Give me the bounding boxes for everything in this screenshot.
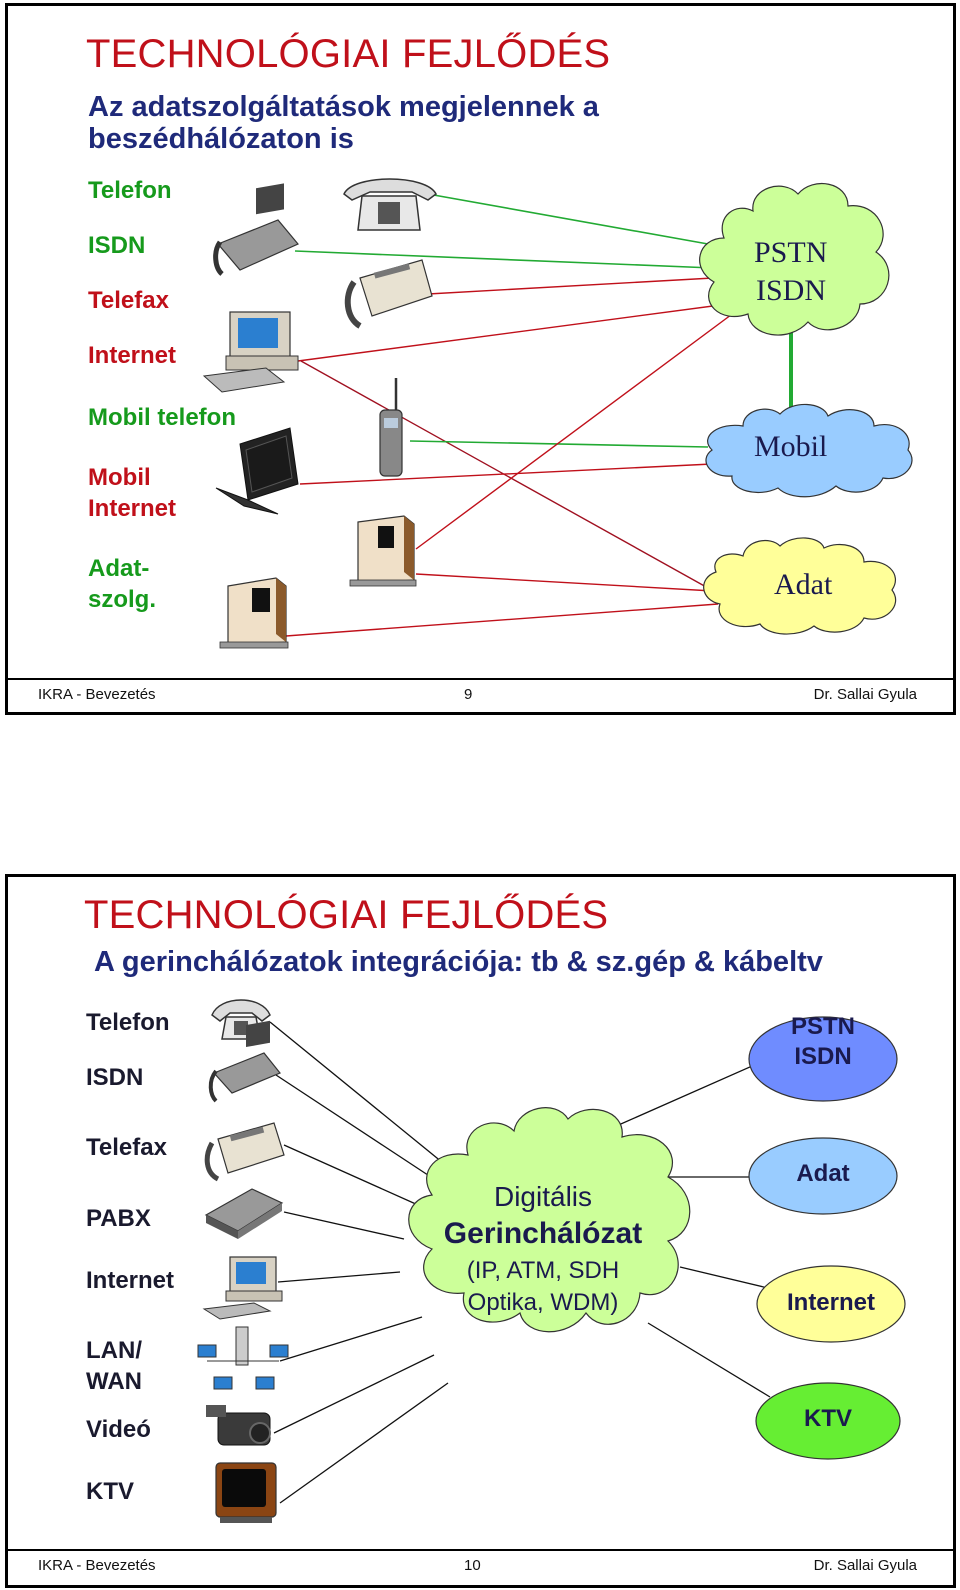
label-internet: Internet xyxy=(86,1267,175,1294)
label-isdn: ISDN xyxy=(88,232,146,259)
computer-icon xyxy=(202,1256,283,1320)
label-lan-1: LAN/ xyxy=(86,1337,142,1364)
ktv-ellipse xyxy=(755,1382,901,1460)
footer-course: IKRA - Bevezetés xyxy=(38,1557,156,1574)
link-server-pstn xyxy=(415,305,744,550)
footer-page-number: 10 xyxy=(464,1557,481,1574)
fax-icon xyxy=(344,259,433,329)
pstn-cloud-label-1: PSTN xyxy=(754,236,828,269)
label-lan-2: WAN xyxy=(86,1368,142,1395)
video-camera-icon xyxy=(206,1405,271,1446)
link-mobil-mobil xyxy=(409,440,709,448)
link-adatszolg-adat xyxy=(285,603,719,637)
link-telefon-pstn xyxy=(427,193,709,245)
link-pstn-ellipse xyxy=(613,1058,769,1128)
footer-course: IKRA - Bevezetés xyxy=(38,686,156,703)
backbone-cloud xyxy=(408,1107,691,1333)
footer-author: Dr. Sallai Gyula xyxy=(813,686,917,703)
label-ktv: KTV xyxy=(86,1478,134,1505)
network-icon xyxy=(197,1326,289,1390)
slide2-title: TECHNOLÓGIAI FEJLŐDÉS xyxy=(84,893,609,937)
laptop-icon xyxy=(215,427,299,515)
link-video xyxy=(273,1354,435,1434)
label-telefon: Telefon xyxy=(86,1009,170,1036)
backbone-label-2: Gerinchálózat xyxy=(443,1217,643,1250)
footer-page-number: 9 xyxy=(464,686,473,703)
link-internet-ellipse xyxy=(679,1266,773,1290)
slide1-subtitle-line2: beszédhálózaton is xyxy=(88,123,354,155)
label-pabx: PABX xyxy=(86,1205,151,1232)
link-internet-pstn xyxy=(297,303,729,362)
mobil-cloud-label: Mobil xyxy=(754,430,828,463)
adat-ellipse xyxy=(748,1137,898,1215)
fax-icon xyxy=(204,1122,285,1182)
link-server-adat xyxy=(415,573,714,592)
link-telefon xyxy=(269,1021,449,1168)
label-video: Videó xyxy=(86,1416,151,1443)
label-internet: Internet xyxy=(88,342,177,369)
computer-icon xyxy=(202,311,299,393)
link-laptop-mobil xyxy=(299,463,713,485)
slide1-diagram xyxy=(202,178,913,649)
pstn-cloud xyxy=(699,182,890,336)
backbone-label-3: (IP, ATM, SDH xyxy=(466,1257,620,1284)
internet-ellipse xyxy=(756,1265,906,1343)
link-ktv xyxy=(279,1382,449,1504)
mobile-phone-icon xyxy=(379,378,403,477)
label-mobil-internet-1: Mobil xyxy=(88,464,151,491)
footer-author: Dr. Sallai Gyula xyxy=(813,1557,917,1574)
link-telefax xyxy=(283,1144,419,1206)
pstn-ellipse-label-1: PSTN xyxy=(790,1013,855,1040)
data-server-icon xyxy=(219,577,289,649)
adat-cloud xyxy=(703,537,897,635)
slide-10: TECHNOLÓGIAI FEJLŐDÉS A gerinchálózatok … xyxy=(5,874,956,1588)
pstn-cloud-label-2: ISDN xyxy=(756,274,827,307)
link-pabx xyxy=(283,1211,405,1240)
ktv-ellipse-label: KTV xyxy=(804,1405,852,1432)
internet-ellipse-label: Internet xyxy=(786,1289,875,1316)
link-ktv-ellipse xyxy=(647,1322,771,1398)
pstn-ellipse-label-2: ISDN xyxy=(794,1043,852,1070)
server-icon xyxy=(349,515,417,587)
label-telefax: Telefax xyxy=(88,287,169,314)
slide-9: TECHNOLÓGIAI FEJLŐDÉS Az adatszolgáltatá… xyxy=(5,3,956,715)
slide2-diagram xyxy=(197,999,906,1523)
adat-cloud-label: Adat xyxy=(774,568,833,601)
link-isdn xyxy=(275,1074,441,1184)
label-telefax: Telefax xyxy=(86,1134,167,1161)
label-mobil-internet-2: Internet xyxy=(88,495,177,522)
slide1-title: TECHNOLÓGIAI FEJLŐDÉS xyxy=(86,32,611,76)
link-internet xyxy=(277,1271,401,1283)
backbone-label-1: Digitális xyxy=(493,1181,593,1212)
label-isdn: ISDN xyxy=(86,1064,144,1091)
adat-ellipse-label: Adat xyxy=(796,1160,850,1187)
label-mobil-telefon: Mobil telefon xyxy=(88,404,236,431)
television-icon xyxy=(215,1462,277,1523)
pabx-icon xyxy=(204,1188,284,1239)
link-lan xyxy=(279,1316,423,1362)
label-telefon: Telefon xyxy=(88,177,172,204)
slide1-footer: IKRA - Bevezetés 9 Dr. Sallai Gyula xyxy=(8,678,953,708)
isdn-phone-icon xyxy=(208,1020,281,1103)
isdn-phone-icon xyxy=(213,183,299,276)
telephone-icon xyxy=(343,178,437,231)
slide2-subtitle: A gerinchálózatok integrációja: tb & sz.… xyxy=(94,946,823,978)
mobil-cloud xyxy=(705,403,913,498)
backbone-label-4: Optika, WDM) xyxy=(467,1289,619,1316)
slide1-subtitle-line1: Az adatszolgáltatások megjelennek a xyxy=(88,91,599,123)
label-adatszolg-1: Adat- xyxy=(88,555,150,582)
telephone-icon xyxy=(211,999,271,1040)
slide2-footer: IKRA - Bevezetés 10 Dr. Sallai Gyula xyxy=(8,1549,953,1579)
label-adatszolg-2: szolg. xyxy=(88,586,157,613)
link-telefax-pstn xyxy=(427,277,714,295)
link-isdn-pstn xyxy=(294,250,714,269)
pstn-ellipse xyxy=(748,1016,898,1102)
